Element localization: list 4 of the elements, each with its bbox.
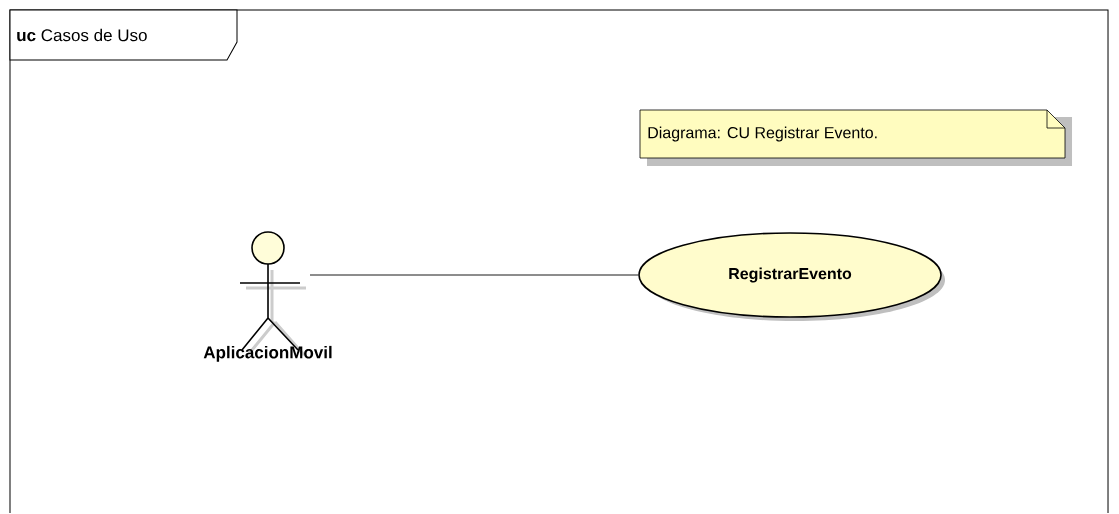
node-label: AplicacionMovil xyxy=(203,345,332,362)
association-line xyxy=(309,274,639,276)
actor-figure: AplicacionMovil xyxy=(203,231,332,362)
note-box: Diagrama: CU Registrar Evento. xyxy=(639,109,1072,166)
